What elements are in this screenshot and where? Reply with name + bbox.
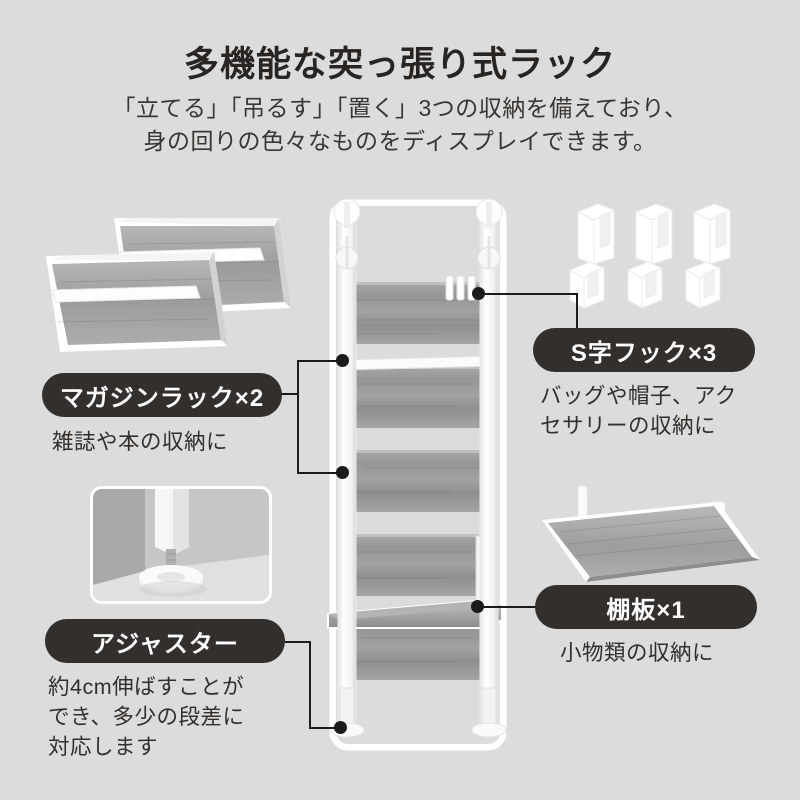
callout-caption-shelf-board: 小物類の収納に bbox=[560, 638, 790, 668]
leader-dot-adjuster bbox=[334, 721, 347, 734]
shelf-board-caption-line-1: 小物類の収納に bbox=[560, 641, 715, 665]
leader-magazine-bottom bbox=[297, 472, 343, 474]
leader-dot-magazine-top bbox=[336, 354, 349, 367]
page-subtitle: 「立てる」「吊るす」「置く」3つの収納を備えており、 身の回りの色々なものをディ… bbox=[0, 92, 800, 158]
page-title: 多機能な突っ張り式ラック bbox=[183, 45, 616, 84]
callout-label-s-hook: S字フック×3 bbox=[533, 328, 755, 372]
subtitle-line-2: 身の回りの色々なものをディスプレイできます。 bbox=[143, 128, 657, 154]
leader-adjuster-stem bbox=[285, 641, 311, 643]
subtitle-line-1: 「立てる」「吊るす」「置く」3つの収納を備えており、 bbox=[112, 95, 688, 121]
s-hook-caption-line-1: バッグや帽子、アク bbox=[540, 384, 737, 408]
callout-caption-adjuster: 約4cm伸ばすことが でき、多少の段差に 対応します bbox=[48, 672, 308, 762]
tension-pole-rack-illustration bbox=[318, 196, 518, 756]
leader-dot-shelf bbox=[471, 600, 484, 613]
adjuster-caption-line-2: でき、多少の段差に bbox=[48, 705, 245, 729]
callout-caption-magazine-rack: 雑誌や本の収納に bbox=[52, 427, 302, 457]
leader-dot-shook bbox=[472, 287, 485, 300]
magazine-rack-illustration bbox=[36, 212, 326, 352]
adjuster-caption-line-3: 対応します bbox=[48, 735, 159, 759]
shelf-board-illustration bbox=[534, 485, 774, 592]
s-hook-caption-line-2: セサリーの収納に bbox=[540, 414, 717, 438]
callout-caption-s-hook: バッグや帽子、アク セサリーの収納に bbox=[540, 381, 790, 441]
leader-adjuster-bottom bbox=[309, 727, 341, 729]
leader-shook-horizontal bbox=[478, 293, 578, 295]
leader-dot-magazine-bottom bbox=[336, 466, 349, 479]
callout-label-magazine-rack: マガジンラック×2 bbox=[42, 373, 282, 417]
leader-adjuster-vertical bbox=[309, 641, 311, 729]
magazine-rack-caption-line-1: 雑誌や本の収納に bbox=[52, 430, 229, 454]
leader-magazine-stem bbox=[274, 393, 298, 395]
leader-magazine-vertical bbox=[297, 360, 299, 474]
leader-shook-vertical bbox=[576, 293, 578, 333]
s-hook-illustration bbox=[568, 200, 760, 318]
callout-label-shelf-board: 棚板×1 bbox=[535, 585, 757, 629]
adjuster-caption-line-1: 約4cm伸ばすことが bbox=[48, 675, 245, 699]
leader-shelf-horizontal bbox=[483, 606, 539, 608]
callout-label-adjuster: アジャスター bbox=[45, 619, 285, 663]
leader-magazine-top bbox=[297, 360, 343, 362]
adjuster-foot-photo bbox=[90, 486, 272, 604]
